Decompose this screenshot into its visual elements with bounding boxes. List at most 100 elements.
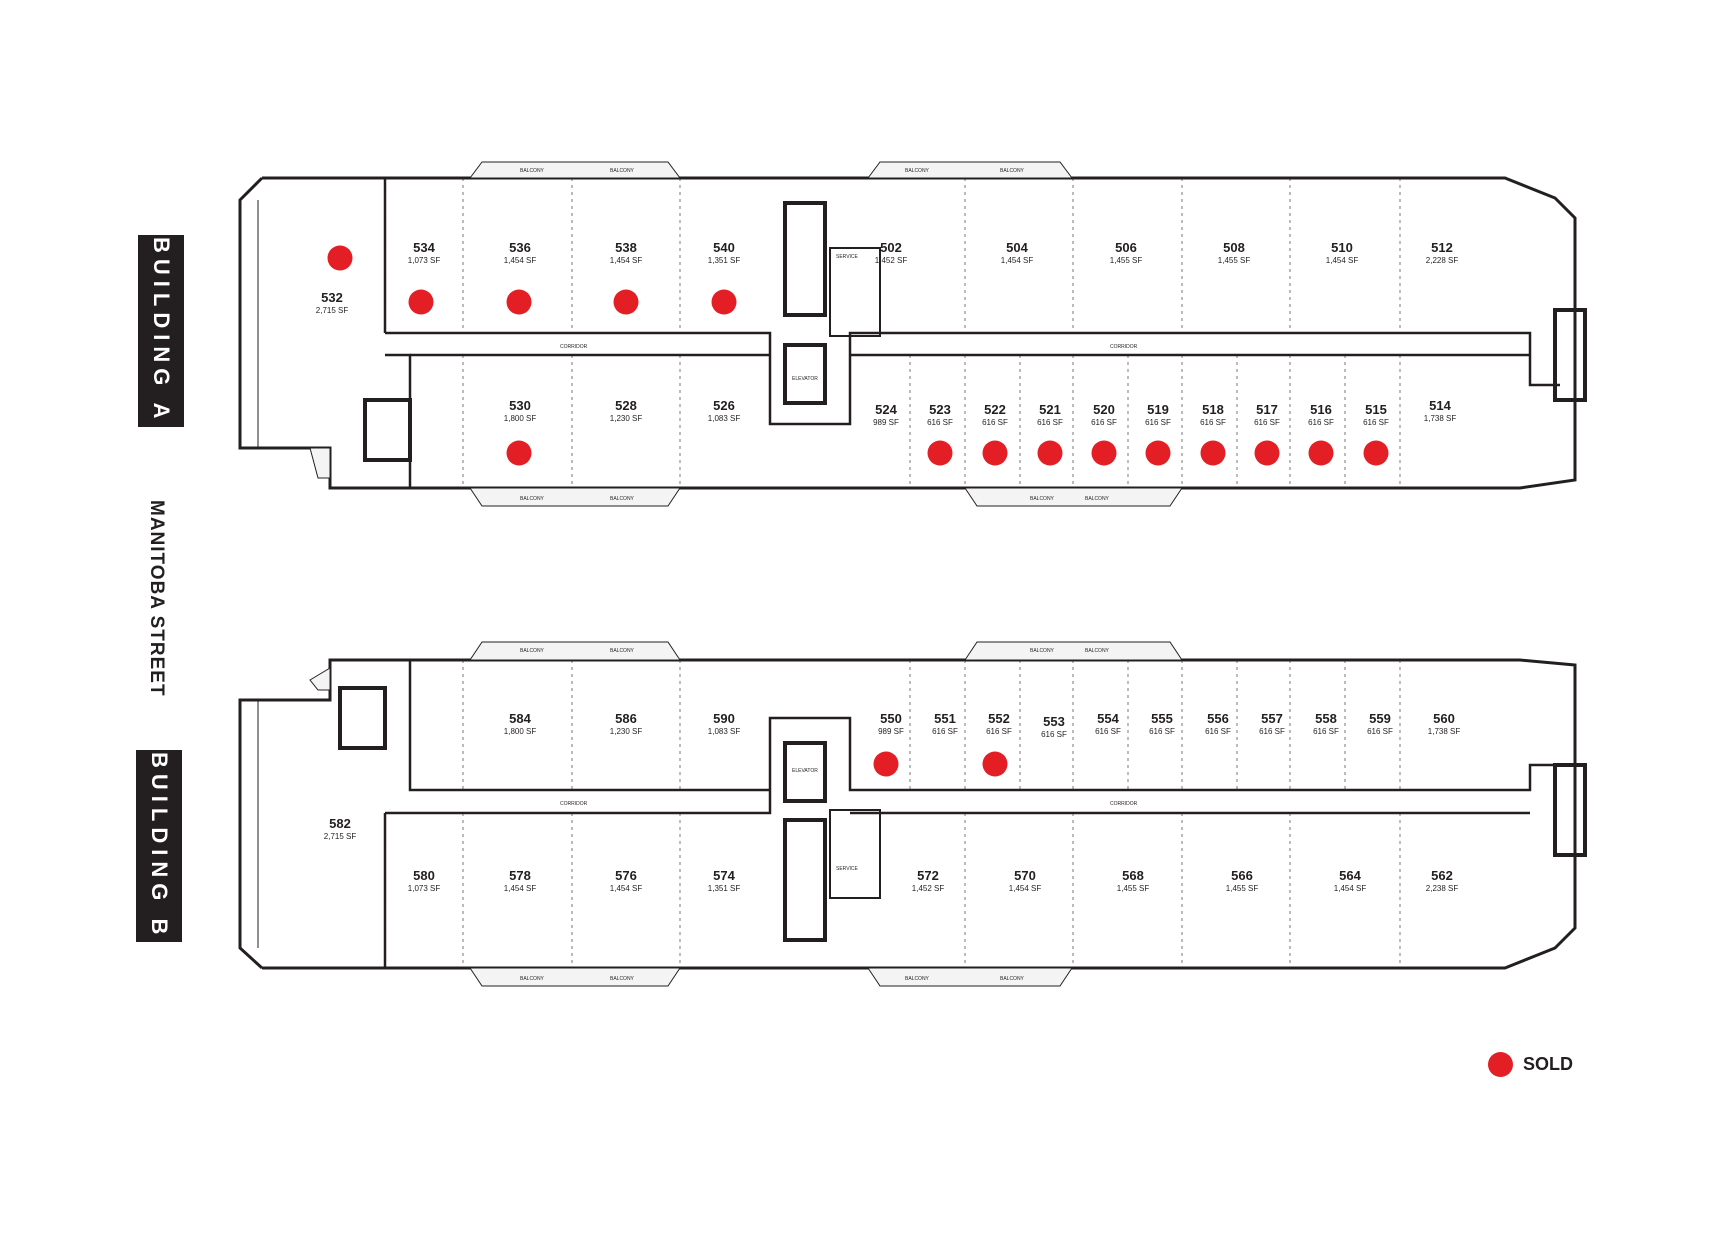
legend-label: SOLD [1523, 1054, 1574, 1074]
unit-area: 1,230 SF [610, 727, 643, 736]
building-a-label: BUILDING A [138, 235, 184, 427]
corridor-label: CORRIDOR [560, 344, 588, 350]
unit-area: 616 SF [1037, 418, 1063, 427]
balcony-label: BALCONY [520, 496, 545, 502]
unit-area: 616 SF [982, 418, 1008, 427]
building-b-label: BUILDING B [136, 750, 182, 942]
unit-area: 1,800 SF [504, 414, 537, 423]
balcony-label: BALCONY [610, 168, 635, 174]
unit-number: 512 [1431, 240, 1453, 255]
unit-number: 517 [1256, 402, 1278, 417]
unit-number: 551 [934, 711, 956, 726]
unit-area: 2,238 SF [1426, 884, 1459, 893]
sold-marker [1254, 440, 1280, 466]
unit-number: 536 [509, 240, 531, 255]
unit-area: 616 SF [1363, 418, 1389, 427]
sold-marker [1308, 440, 1334, 466]
sold-marker [1363, 440, 1389, 466]
unit-number: 530 [509, 398, 531, 413]
unit-number: 557 [1261, 711, 1283, 726]
unit-number: 532 [321, 290, 343, 305]
sold-marker [408, 289, 434, 315]
elevator-label: ELEVATOR [792, 376, 818, 382]
unit-number: 562 [1431, 868, 1453, 883]
balcony-label: BALCONY [1030, 496, 1055, 502]
unit-number: 590 [713, 711, 735, 726]
unit-area: 2,228 SF [1426, 256, 1459, 265]
balcony-label: BALCONY [520, 168, 545, 174]
sold-marker [1200, 440, 1226, 466]
balcony-label: BALCONY [1000, 976, 1025, 982]
unit-number: 504 [1006, 240, 1028, 255]
unit-number: 506 [1115, 240, 1137, 255]
unit-area: 616 SF [1145, 418, 1171, 427]
unit-number: 515 [1365, 402, 1387, 417]
legend: SOLD [1488, 1052, 1573, 1077]
sold-marker-icon [1488, 1052, 1513, 1077]
unit-area: 1,230 SF [610, 414, 643, 423]
unit-area: 1,083 SF [708, 414, 741, 423]
unit-area: 1,738 SF [1424, 414, 1457, 423]
unit-area: 1,454 SF [1009, 884, 1042, 893]
sold-marker [613, 289, 639, 315]
unit-number: 556 [1207, 711, 1229, 726]
unit-number: 521 [1039, 402, 1061, 417]
unit-number: 560 [1433, 711, 1455, 726]
unit-area: 1,455 SF [1226, 884, 1259, 893]
balcony-label: BALCONY [610, 976, 635, 982]
balcony-label: BALCONY [1030, 648, 1055, 654]
unit-area: 616 SF [1091, 418, 1117, 427]
unit-area: 2,715 SF [316, 306, 349, 315]
